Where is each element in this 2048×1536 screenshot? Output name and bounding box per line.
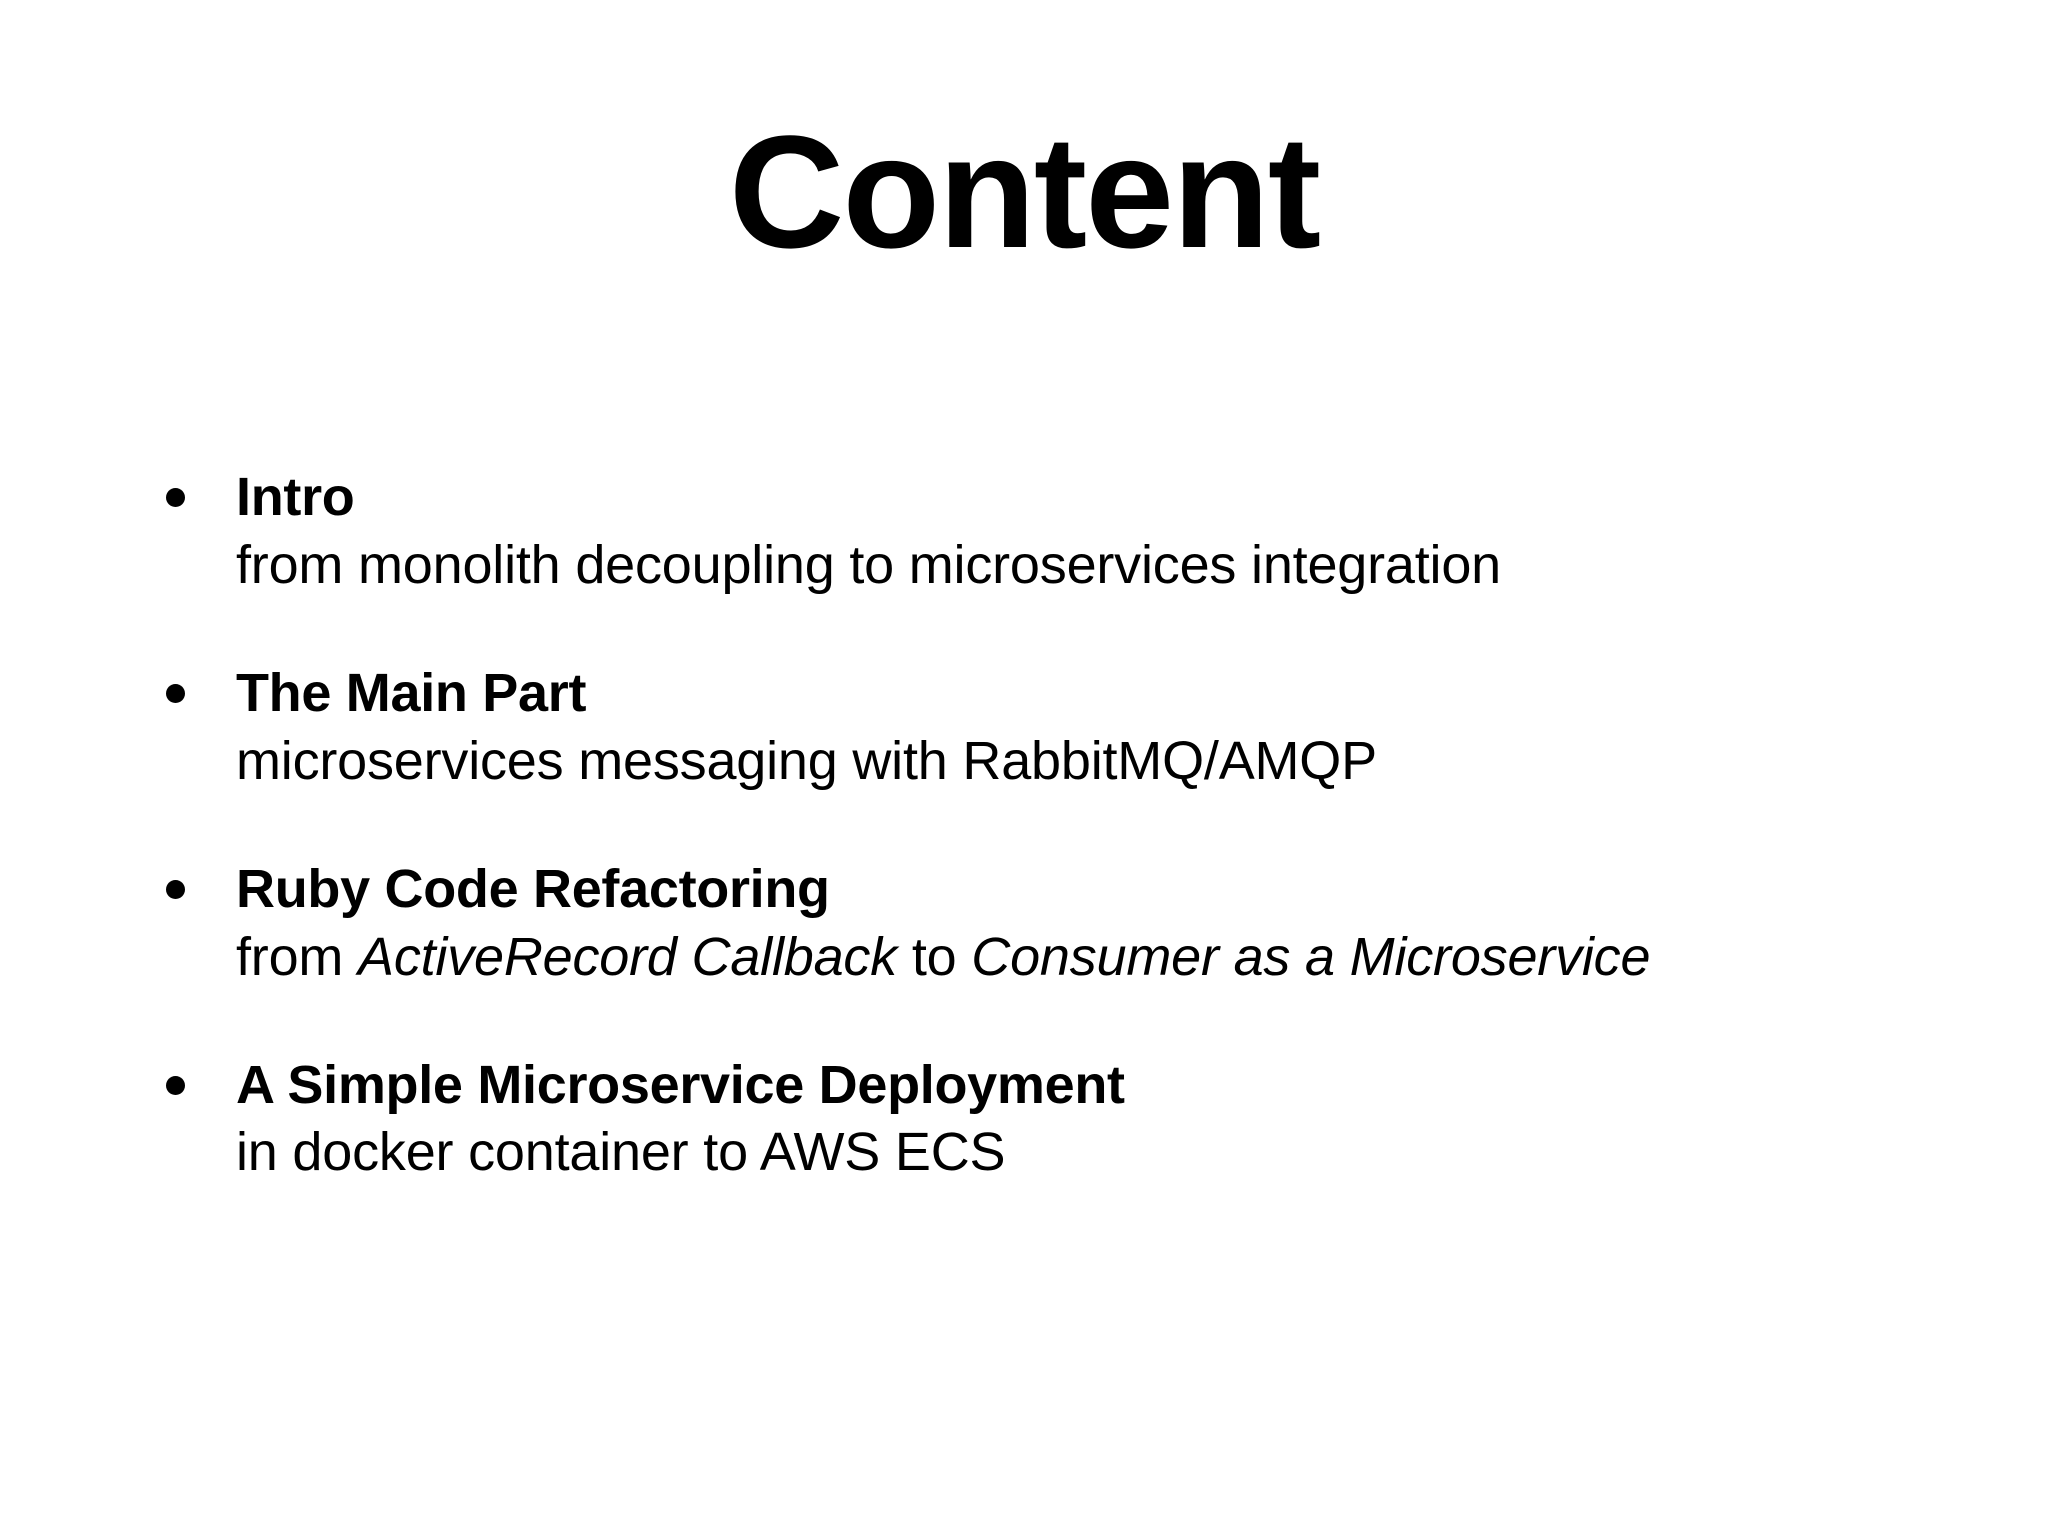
page-title: Content	[728, 102, 1321, 281]
bullet-subtitle-a-simple-microservice-deployment: in docker container to AWS ECS	[236, 1117, 1918, 1187]
bullet-point-icon	[166, 683, 185, 703]
bullet-point-icon	[166, 488, 185, 507]
subtitle-segment: from monolith decoupling to microservice…	[236, 534, 1501, 595]
bullet-point-icon	[166, 879, 185, 899]
bullet-heading-a-simple-microservice-deployment: A Simple Microservice Deployment	[236, 1054, 1125, 1115]
bullet-subtitle-intro: from monolith decoupling to microservice…	[236, 530, 1918, 600]
subtitle-segment-emphasis: ActiveRecord Callback	[358, 926, 898, 987]
subtitle-segment: in docker container to AWS ECS	[236, 1122, 1006, 1183]
subtitle-segment: from	[236, 926, 359, 987]
bullet-point-icon	[166, 1075, 185, 1095]
list-item: Intro from monolith decoupling to micros…	[158, 466, 1918, 600]
bullet-heading-intro: Intro	[236, 467, 355, 527]
bullet-heading-the-main-part: The Main Part	[236, 662, 587, 723]
list-item: Ruby Code Refactoring from ActiveRecord …	[158, 858, 1918, 992]
subtitle-segment: microservices messaging with RabbitMQ/AM…	[236, 730, 1377, 791]
subtitle-segment-emphasis: Consumer as a Microservice	[971, 926, 1651, 987]
bullet-heading-ruby-code-refactoring: Ruby Code Refactoring	[236, 858, 830, 919]
bullet-subtitle-ruby-code-refactoring: from ActiveRecord Callback to Consumer a…	[236, 922, 1918, 992]
content-outline-list: Intro from monolith decoupling to micros…	[158, 466, 1918, 1188]
list-item: The Main Part microservices messaging wi…	[158, 662, 1918, 796]
bullet-subtitle-the-main-part: microservices messaging with RabbitMQ/AM…	[236, 726, 1918, 796]
subtitle-segment: to	[897, 926, 972, 987]
list-item: A Simple Microservice Deployment in dock…	[158, 1054, 1918, 1188]
